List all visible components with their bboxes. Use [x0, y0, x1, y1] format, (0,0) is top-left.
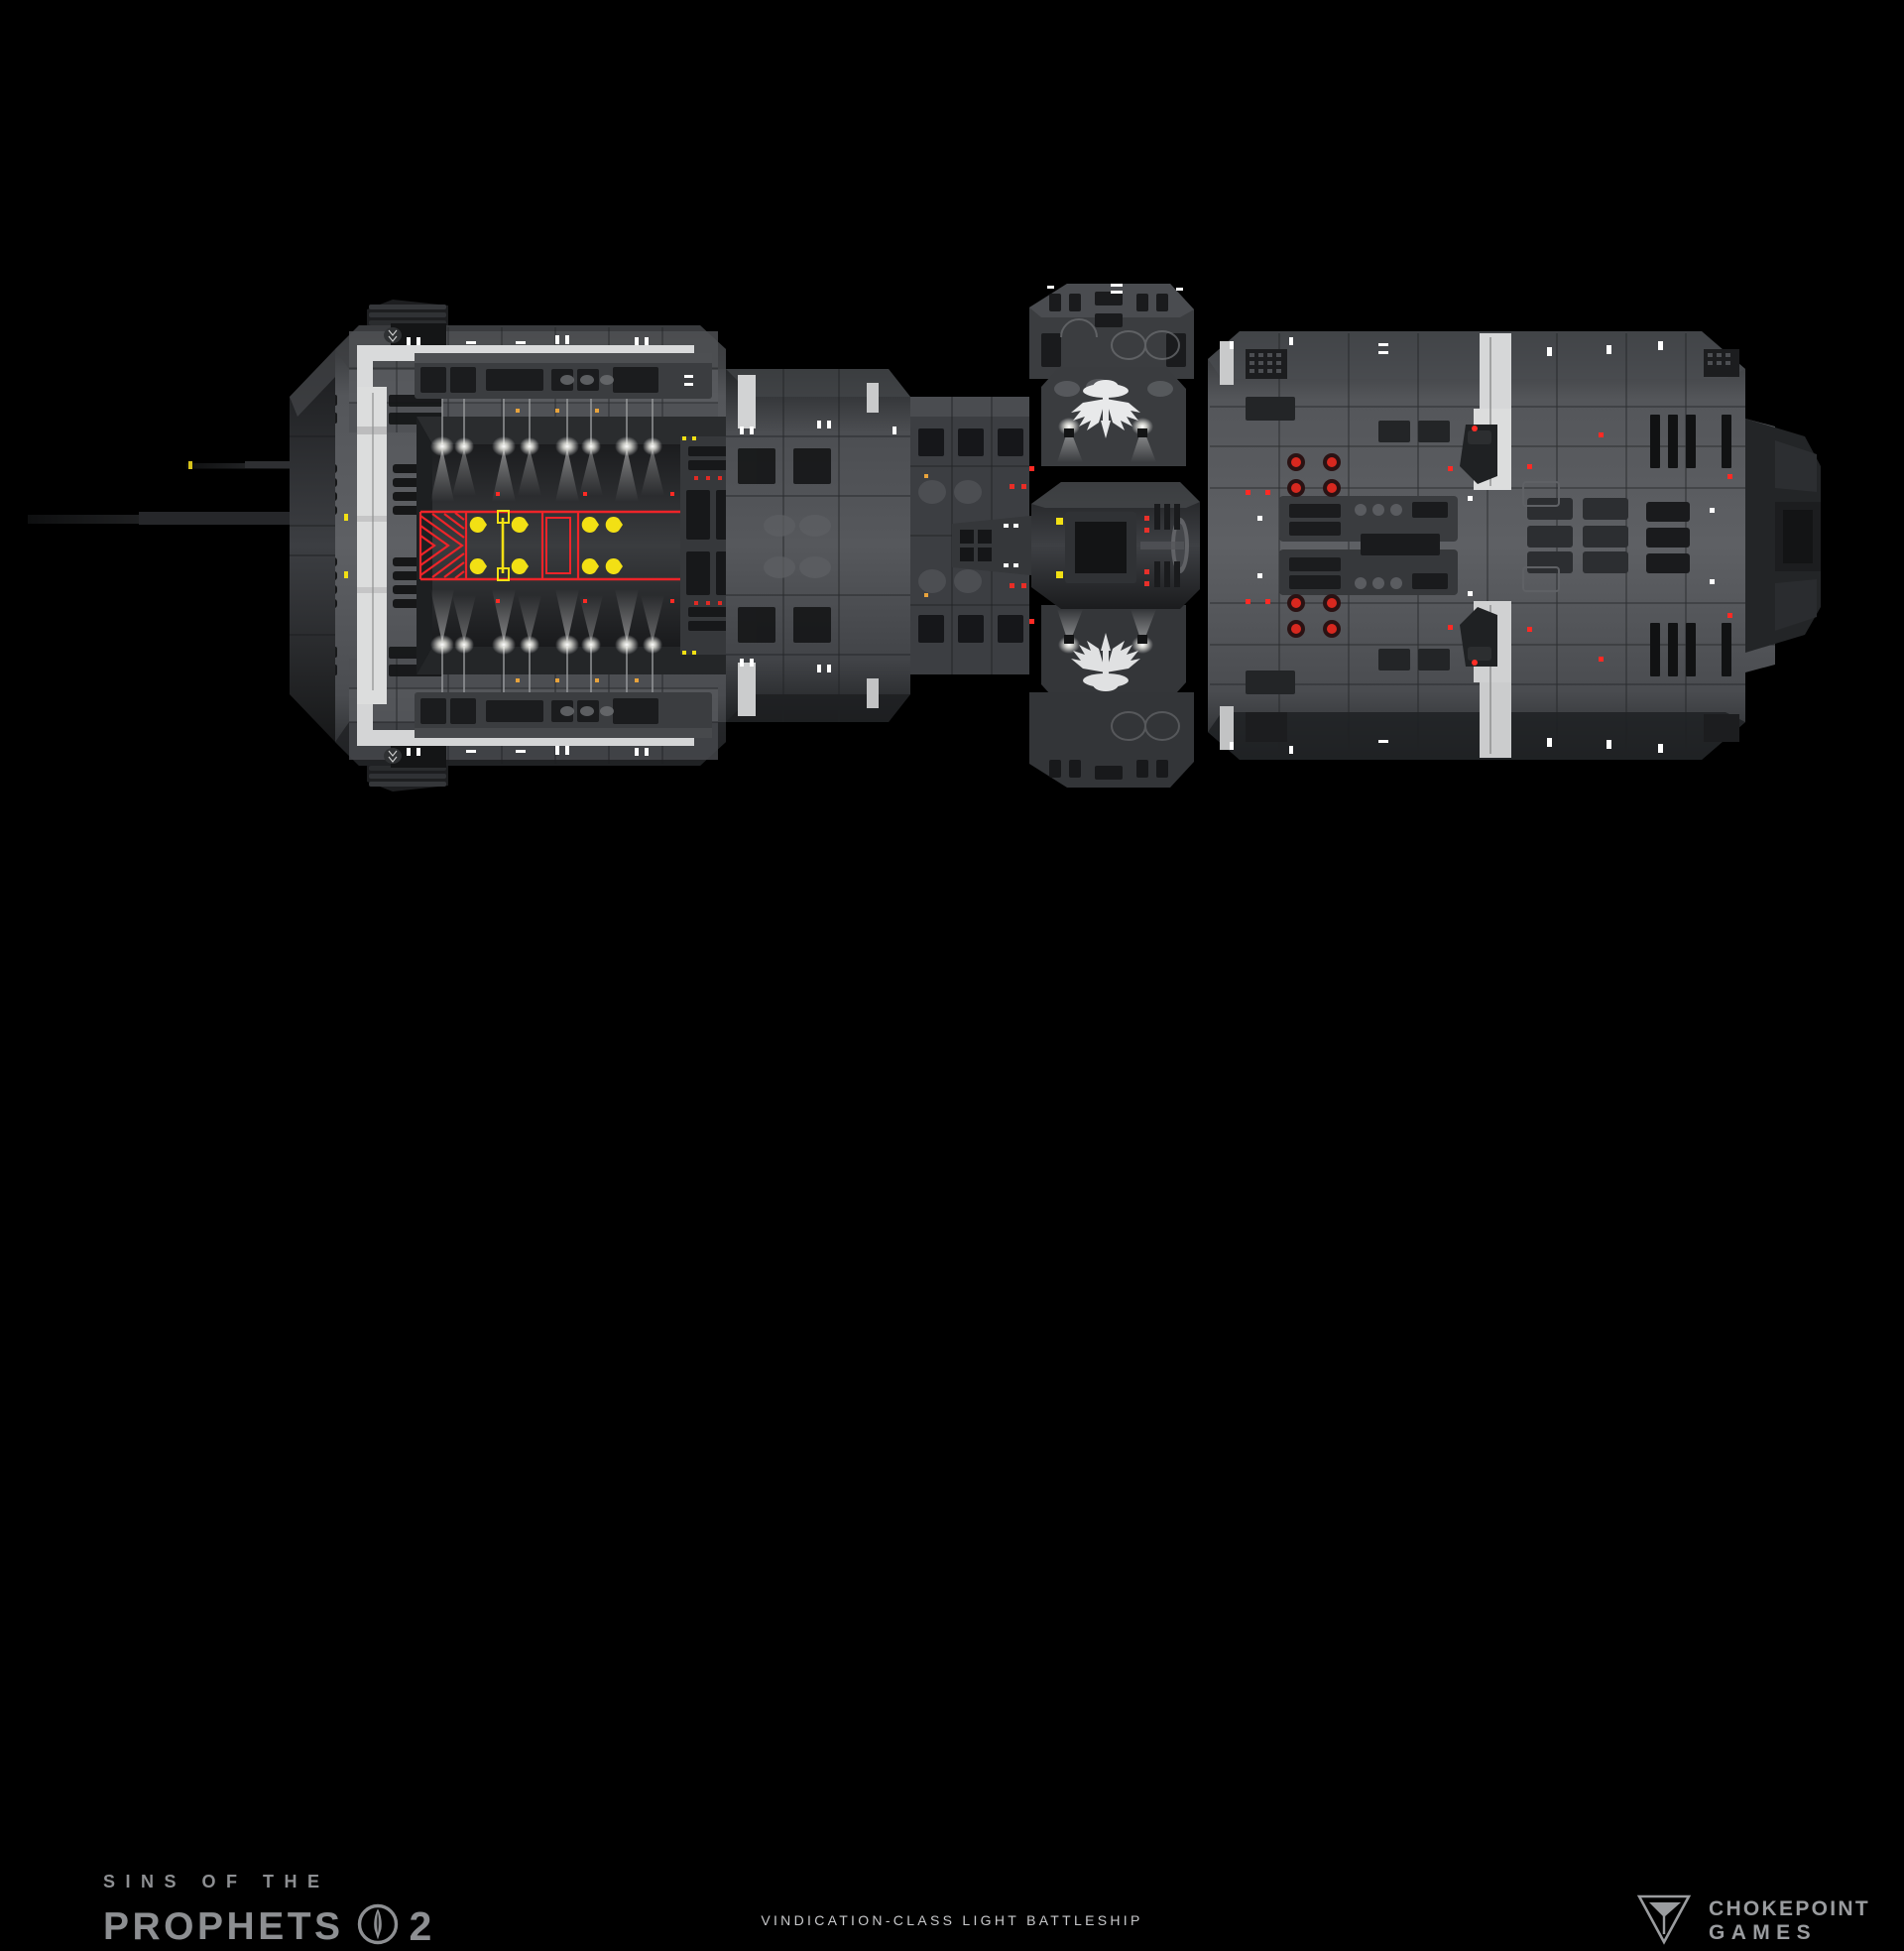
unsc-emblem-panel-upper — [1041, 367, 1186, 466]
artwork-canvas: SINS OF THE PROPHETS 2 VINDICATION-CLASS… — [0, 284, 1904, 1946]
forward-hull-section — [290, 300, 756, 792]
central-spine-module — [952, 482, 1200, 609]
deck-gantry-lower — [415, 647, 712, 738]
midships-section — [726, 284, 1194, 788]
deck-gantry-upper — [415, 353, 712, 444]
thruster-port-cluster — [1287, 453, 1341, 638]
aft-equipment-pods — [1279, 496, 1458, 595]
aft-starboard-blocks — [1522, 481, 1690, 592]
footer-branding: SINS OF THE PROPHETS 2 VINDICATION-CLASS… — [0, 903, 1904, 1946]
bow-gun-mount-upper — [367, 300, 448, 345]
studio-logo-lockup: CHOKEPOINT GAMES — [1635, 1890, 1870, 1951]
hull-navigation-lights — [407, 335, 1715, 756]
bow-gun-mount-lower — [367, 746, 448, 792]
aft-turret-upper — [1460, 425, 1497, 484]
flight-deck-markings — [418, 510, 714, 581]
studio-name: CHOKEPOINT GAMES — [1709, 1897, 1870, 1944]
artwork-caption: VINDICATION-CLASS LIGHT BATTLESHIP — [761, 1912, 1143, 1928]
unsc-eagle-emblem-icon — [1071, 380, 1140, 438]
game-title-line1: SINS OF THE — [103, 1872, 330, 1891]
hull-amber-lights — [516, 409, 928, 682]
unsc-emblem-panel-lower — [1041, 605, 1186, 704]
deck-floodlights-lower — [430, 589, 664, 655]
hull-warning-lights — [496, 432, 1732, 662]
stern-engine-shroud — [1745, 419, 1821, 653]
aft-turret-lower — [1460, 607, 1497, 667]
dorsal-superstructure — [1029, 284, 1194, 379]
starship-render — [28, 284, 1821, 792]
chokepoint-chevron-logo — [1635, 1890, 1693, 1951]
deck-floodlights-upper — [430, 436, 664, 502]
ventral-superstructure — [1029, 692, 1194, 788]
studio-name-line2: GAMES — [1708, 1920, 1817, 1944]
game-title-lockup: SINS OF THE PROPHETS 2 — [103, 1873, 520, 1949]
aft-hull-section — [1208, 331, 1821, 760]
unsc-eagle-emblem-icon-lower — [1071, 633, 1140, 691]
hull-yellow-markers — [344, 436, 696, 655]
studio-name-line1: CHOKEPOINT — [1708, 1896, 1870, 1920]
